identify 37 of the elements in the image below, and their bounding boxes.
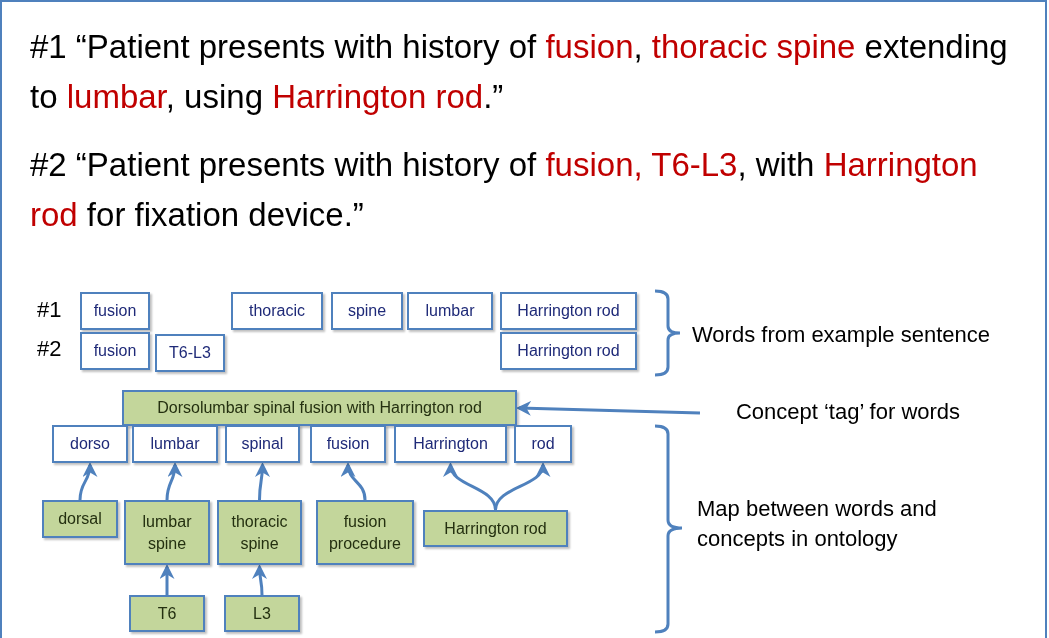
word-box: dorso — [52, 425, 128, 463]
annotation-text: Concept ‘tag’ for words — [703, 397, 993, 429]
sentence: #1 “Patient presents with history of fusion, thoracic spine extending to lumbar, using Harrington rod.” — [30, 27, 1009, 117]
arrow — [341, 462, 367, 501]
word-box: lumbar — [407, 292, 493, 330]
word-box: spine — [331, 292, 403, 330]
concept-box: dorsal — [42, 500, 118, 538]
word-box: fusion — [80, 292, 150, 330]
word-box: fusion — [310, 425, 386, 463]
word-box: thoracic — [231, 292, 323, 330]
arrow — [165, 462, 182, 501]
concept-box: lumbar spine — [124, 500, 210, 565]
row-number: #2 — [37, 335, 62, 363]
arrow — [516, 400, 701, 416]
concept-box: L3 — [224, 595, 300, 632]
row-number: #1 — [37, 296, 62, 324]
concept-box: T6 — [129, 595, 205, 632]
arrow — [494, 462, 549, 511]
word-box: lumbar — [132, 425, 218, 463]
word-box: rod — [514, 425, 572, 463]
concept-box: Dorsolumbar spinal fusion with Harrington rod — [122, 390, 517, 426]
arrow — [78, 462, 97, 501]
word-box: fusion — [80, 332, 150, 370]
annotation-text: Words from example sentence — [692, 321, 990, 349]
concept-box: Harrington rod — [423, 510, 568, 547]
word-box: Harrington — [394, 425, 507, 463]
arrow — [252, 564, 268, 596]
concept-box: thoracic spine — [217, 500, 302, 565]
arrow — [254, 462, 270, 501]
concept-box: fusion procedure — [316, 500, 414, 565]
arrow — [159, 564, 175, 595]
word-box: spinal — [225, 425, 300, 463]
annotation-text: Map between words and concepts in ontology — [697, 495, 938, 553]
word-box: Harrington rod — [500, 332, 637, 370]
sentence: #2 “Patient presents with history of fusion, T6-L3, with Harrington rod for fixation device.” — [30, 145, 979, 235]
word-box: T6-L3 — [155, 334, 225, 372]
word-box: Harrington rod — [500, 292, 637, 330]
